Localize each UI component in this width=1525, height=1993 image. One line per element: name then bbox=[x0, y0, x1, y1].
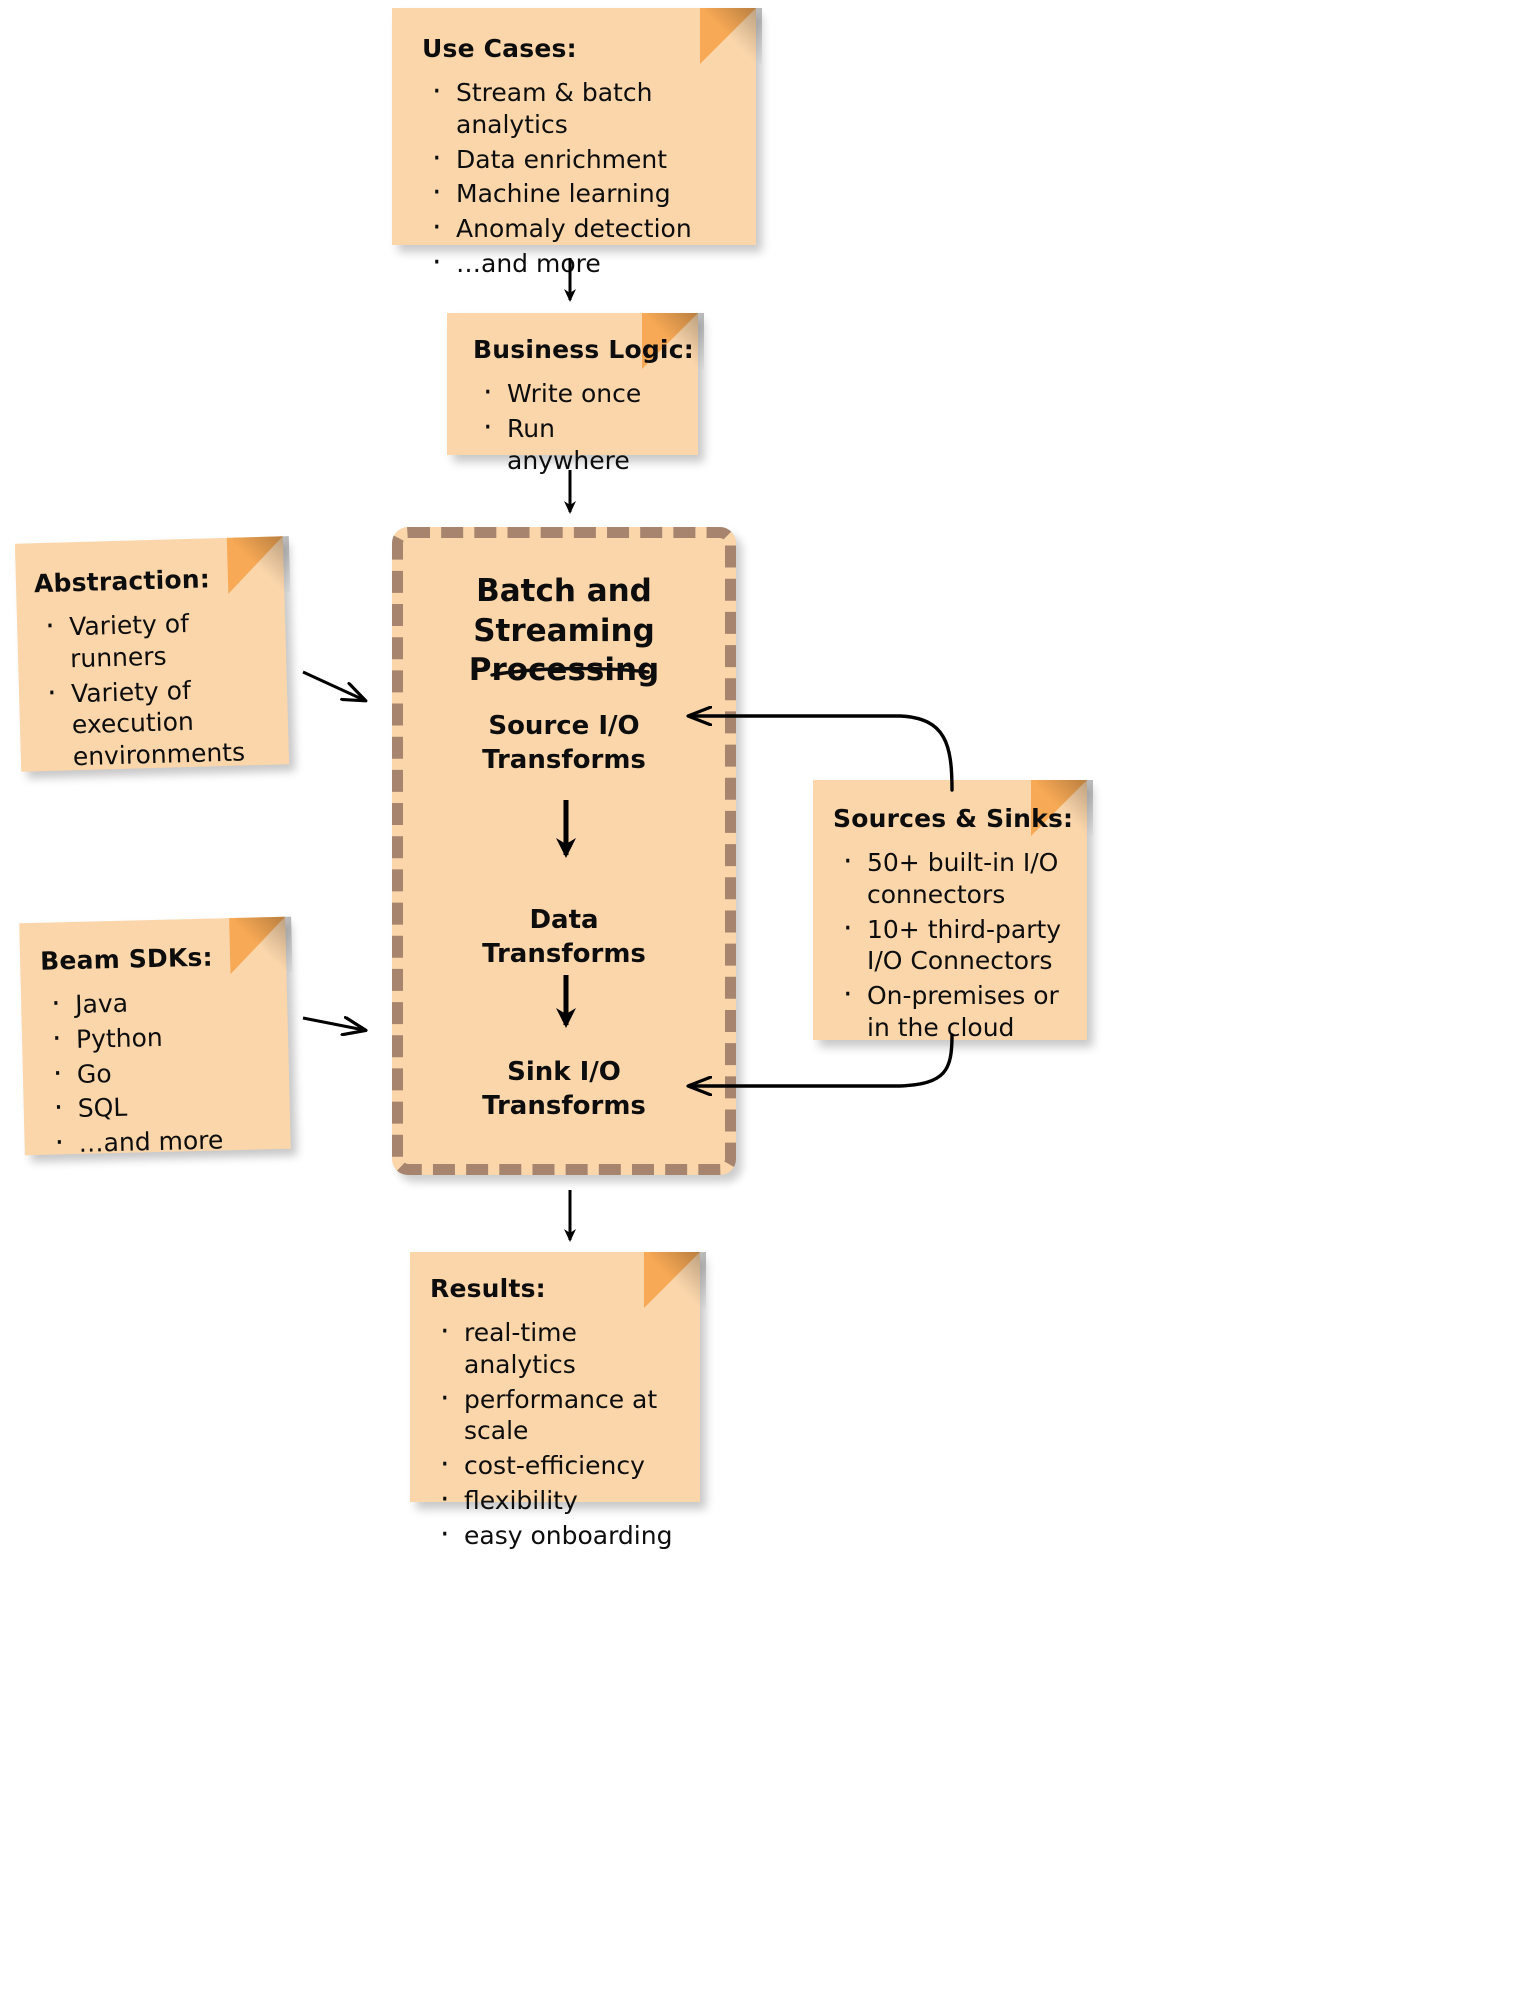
main-container-title: Batch and Streaming Processing bbox=[403, 572, 725, 691]
list-item: On-premises or in the cloud bbox=[833, 976, 1073, 1044]
note-sources-sinks-title: Sources & Sinks: bbox=[833, 804, 1074, 833]
stage-source-line2: Transforms bbox=[482, 745, 646, 776]
list-item: Python bbox=[42, 1019, 275, 1056]
note-use-cases-list: Stream & batch analytics Data enrichment… bbox=[422, 73, 734, 282]
list-item: Machine learning bbox=[422, 174, 734, 212]
note-business-logic[interactable]: Business Logic: Write once Run anywhere bbox=[447, 313, 704, 475]
main-title-line1: Batch and Streaming bbox=[473, 573, 655, 649]
list-item: …and more bbox=[44, 1123, 277, 1160]
note-use-cases[interactable]: Use Cases: Stream & batch analytics Data… bbox=[392, 8, 762, 282]
stage-source-line1: Source I/O bbox=[488, 711, 640, 741]
list-item: 10+ third-party I/O Connectors bbox=[833, 910, 1073, 978]
list-item: …and more bbox=[422, 244, 734, 282]
list-item: Variety of runners bbox=[35, 606, 273, 676]
list-item: Go bbox=[43, 1054, 276, 1091]
arrow-beamsdks-to-main bbox=[302, 1018, 364, 1030]
note-business-logic-list: Write once Run anywhere bbox=[473, 374, 680, 477]
stage-data-line1: Data bbox=[529, 905, 599, 935]
stage-data-line2: Transforms bbox=[482, 939, 646, 970]
list-item: Write once bbox=[473, 374, 680, 412]
note-business-logic-title: Business Logic: bbox=[473, 335, 694, 364]
list-item: Variety of execution environments bbox=[37, 672, 276, 774]
main-processing-container[interactable]: Batch and Streaming Processing Source I/… bbox=[392, 527, 736, 1175]
list-item: real-time analytics bbox=[430, 1313, 686, 1381]
list-item: Anomaly detection bbox=[422, 209, 734, 247]
list-item: Data enrichment bbox=[422, 140, 734, 178]
title-underline-icon bbox=[490, 666, 650, 677]
list-item: SQL bbox=[43, 1088, 276, 1125]
list-item: Java bbox=[41, 984, 274, 1021]
stage-label-data-transforms: Data Transforms bbox=[403, 903, 725, 972]
list-item: flexibility bbox=[430, 1481, 686, 1519]
note-beam-sdks-list: Java Python Go SQL …and more bbox=[41, 984, 277, 1160]
note-abstraction-title: Abstraction: bbox=[33, 564, 211, 599]
list-item: Stream & batch analytics bbox=[422, 73, 734, 141]
stage-sink-line2: Transforms bbox=[482, 1091, 646, 1122]
note-abstraction-list: Variety of runners Variety of execution … bbox=[35, 606, 275, 774]
stage-sink-line1: Sink I/O bbox=[507, 1057, 621, 1087]
list-item: easy onboarding bbox=[430, 1516, 686, 1554]
note-beam-sdks-title: Beam SDKs: bbox=[39, 942, 214, 976]
stage-label-sink-io: Sink I/O Transforms bbox=[403, 1055, 725, 1124]
list-item: performance at scale bbox=[430, 1380, 686, 1448]
note-results[interactable]: Results: real-time analytics performance… bbox=[410, 1252, 706, 1553]
list-item: cost-efficiency bbox=[430, 1446, 686, 1484]
note-sources-sinks-list: 50+ built-in I/O connectors 10+ third-pa… bbox=[833, 843, 1073, 1044]
list-item: 50+ built-in I/O connectors bbox=[833, 843, 1073, 911]
note-abstraction[interactable]: Abstraction: Variety of runners Variety … bbox=[14, 536, 291, 774]
arrow-abstraction-to-main bbox=[302, 670, 364, 700]
list-item: Run anywhere bbox=[473, 409, 680, 477]
note-use-cases-title: Use Cases: bbox=[422, 34, 577, 63]
note-beam-sdks[interactable]: Beam SDKs: Java Python Go SQL …and more bbox=[19, 916, 293, 1158]
note-results-list: real-time analytics performance at scale… bbox=[430, 1313, 686, 1554]
note-results-title: Results: bbox=[430, 1274, 546, 1303]
note-sources-sinks[interactable]: Sources & Sinks: 50+ built-in I/O connec… bbox=[813, 780, 1093, 1042]
stage-label-source-io: Source I/O Transforms bbox=[403, 709, 725, 778]
